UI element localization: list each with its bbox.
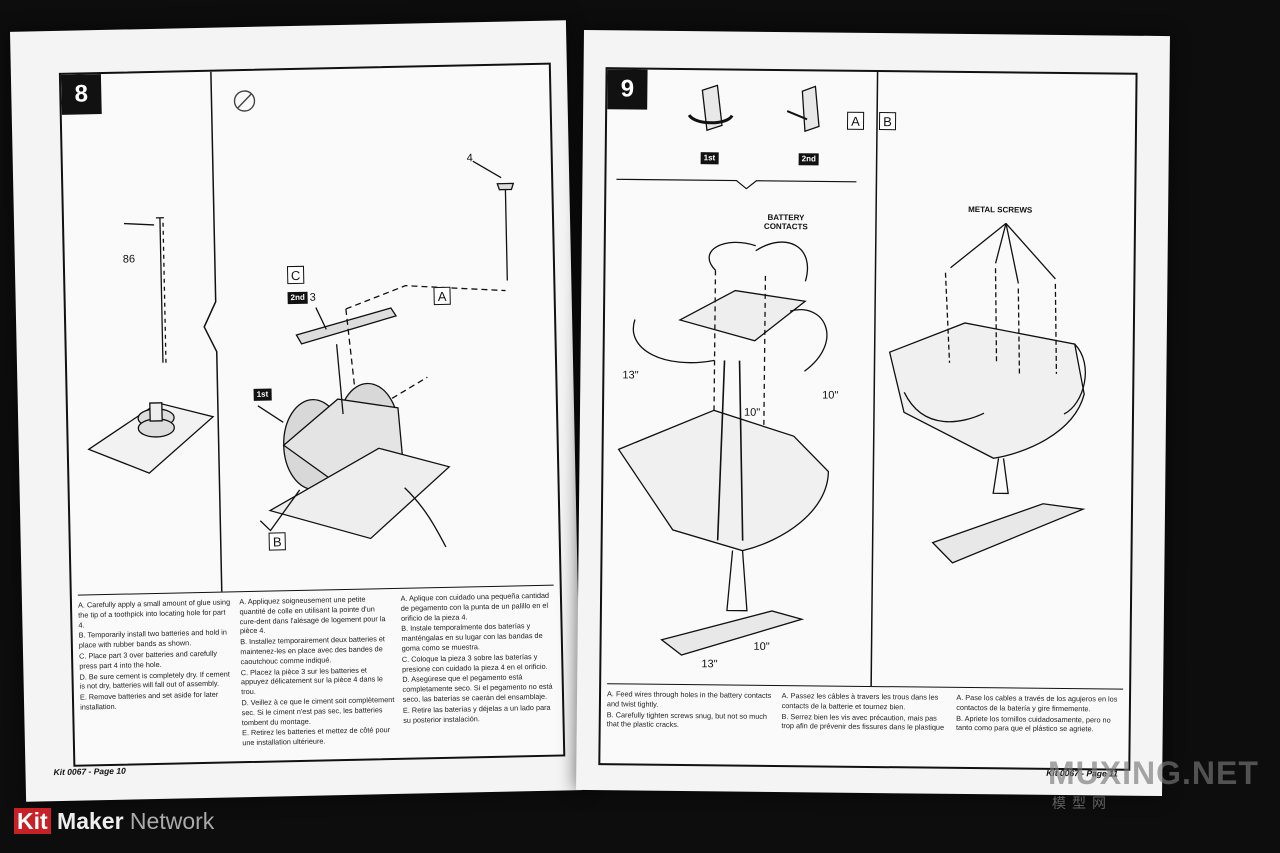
second-badge: 2nd [287,291,308,305]
instructions-english: A. Carefully apply a small amount of glu… [77,597,231,712]
letter-b-callout: B [268,532,286,551]
step-8-frame: 8 [58,62,566,767]
wire-13-bottom-label: 13" [701,658,718,671]
letter-a-callout: A [433,286,451,306]
battery-contacts-label: BATTERY CONTACTS [763,212,808,232]
instructions-spanish: A. Aplique con cuidado una pequeña canti… [400,590,553,725]
letter-b-callout: B [878,112,897,131]
step-9-diagram [616,72,1086,687]
instruction-page-10: 8 [9,20,583,802]
step-8-diagram [87,71,515,592]
letter-a-callout: A [846,111,865,130]
part-4-callout: 4 [466,152,473,165]
wire-10-right-label: 10" [822,389,839,402]
part-3-callout: 3 [309,291,316,304]
wire-10-bottom-label: 10" [753,640,770,653]
wire-10-mid-label: 10" [743,406,761,419]
battery-contact-illustration [687,84,820,133]
instructions-english: A. Feed wires through holes in the batte… [606,689,772,730]
page-footer: Kit 0067 - Page 10 [53,765,126,778]
wire-13-top-label: 13" [622,369,639,382]
second-badge: 2nd [798,153,819,166]
first-badge: 1st [700,152,719,165]
step-9-frame: 9 [598,67,1138,771]
wiring-assembly-illustration [617,241,830,656]
step-9-instructions: A. Feed wires through holes in the batte… [606,683,1124,765]
step-8-instructions: A. Carefully apply a small amount of glu… [77,584,558,761]
part-86-callout: 86 [122,253,136,266]
instructions-french: A. Appliquez soigneusement une petite qu… [239,594,395,748]
instruction-page-11: 9 [576,29,1170,797]
letter-c-callout: C [286,265,305,285]
kitmaker-network-watermark: Kit Maker Network [14,808,214,835]
shaft-assembly-illustration [87,217,215,474]
instructions-spanish: A. Pase los cables a través de los aguje… [956,692,1118,734]
first-badge: 1st [253,388,272,401]
battery-assembly-illustration [257,160,515,548]
muxing-watermark: MUXING.NET [1048,755,1259,791]
no-glue-icon [233,90,256,112]
instructions-french: A. Passez les câbles à travers les trous… [781,691,945,733]
metal-screws-label: METAL SCREWS [968,204,1033,215]
muxing-watermark-subtitle: 模型网 [1052,795,1112,811]
screw-assembly-illustration [888,222,1086,564]
